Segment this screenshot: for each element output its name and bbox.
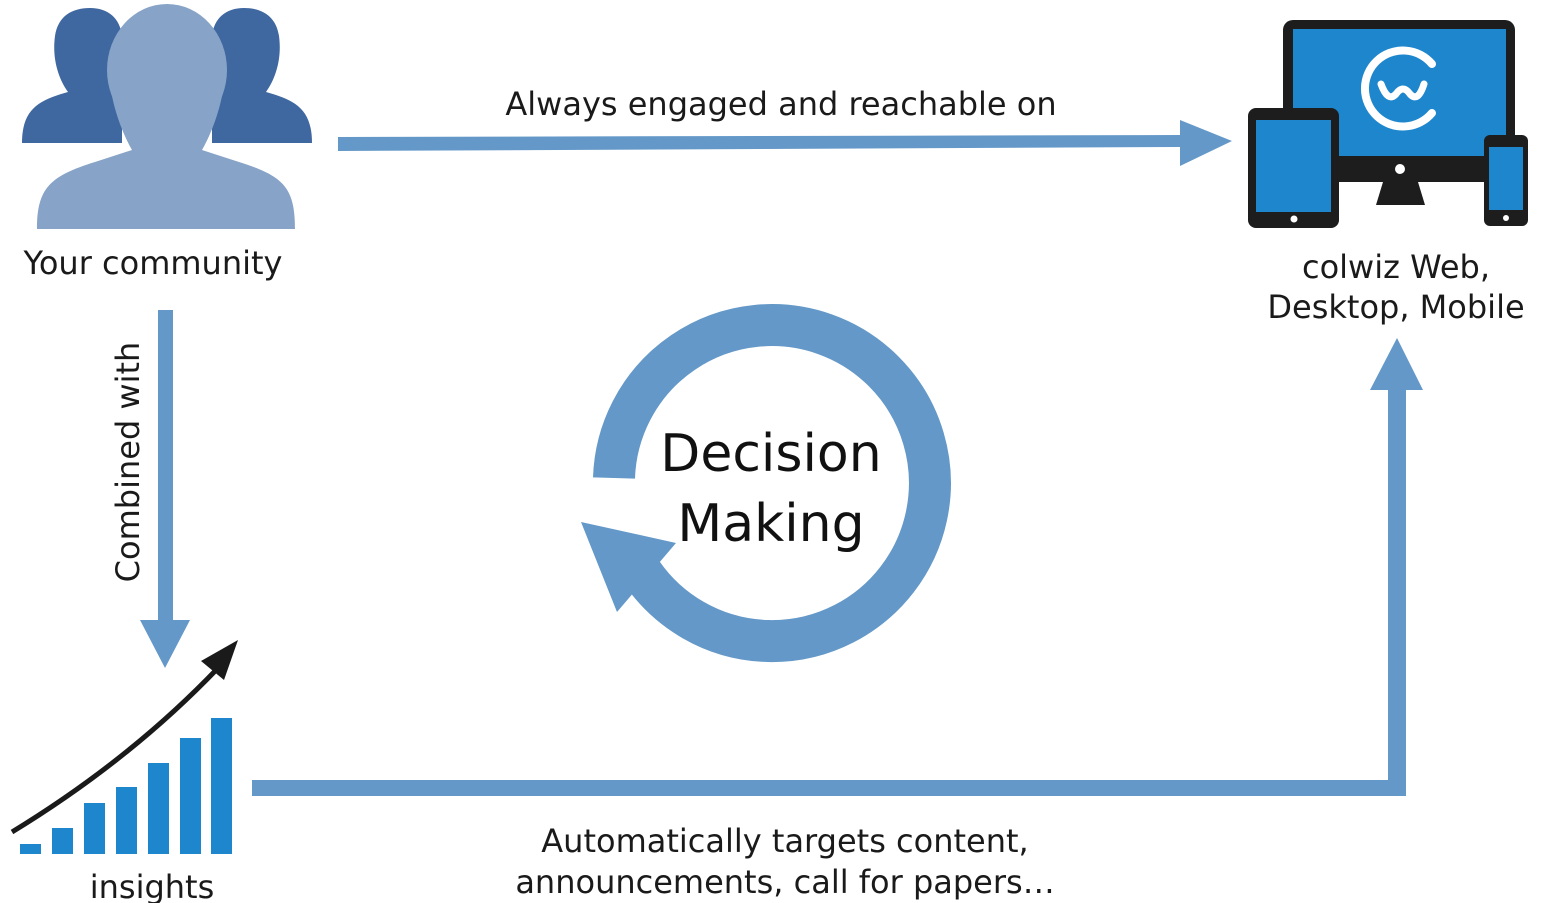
arrow-community-to-devices <box>338 120 1232 166</box>
edge-label-insights-line1: Automatically targets content, <box>541 822 1028 860</box>
center-label-line2: Making <box>677 494 864 554</box>
arrow-community-to-insights <box>140 310 190 668</box>
growth-chart-icon <box>10 640 238 854</box>
colwiz-logo <box>1361 46 1436 131</box>
edge-label-community-to-devices: Always engaged and reachable on <box>505 85 1056 123</box>
multi-device-icon <box>1248 20 1528 228</box>
devices-label-line2: Desktop, Mobile <box>1267 288 1524 326</box>
users-group-icon <box>22 4 312 229</box>
center-label-line1: Decision <box>660 424 881 484</box>
devices-label-line1: colwiz Web, <box>1302 248 1490 286</box>
arrow-insights-to-devices <box>252 338 1423 796</box>
edge-label-insights-line2: announcements, call for papers… <box>515 863 1054 901</box>
insights-label: insights <box>90 868 215 903</box>
edge-label-community-to-insights: Combined with <box>109 342 147 583</box>
cycle-arrow-icon <box>581 304 951 663</box>
community-label: Your community <box>23 244 283 282</box>
